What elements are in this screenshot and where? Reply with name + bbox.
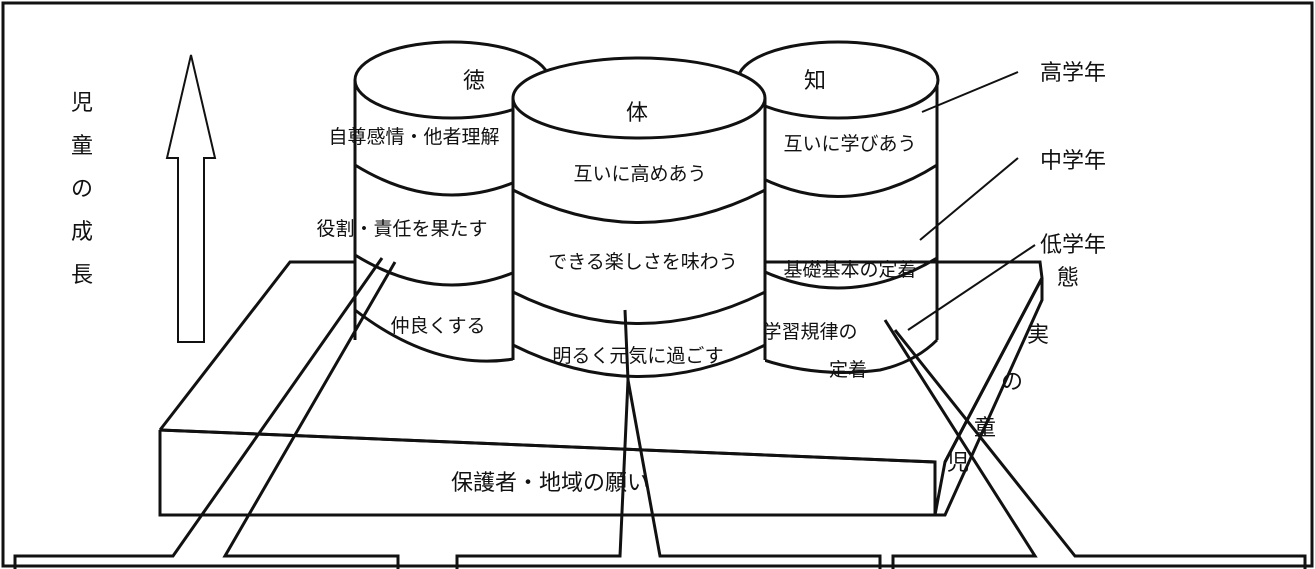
level-text: 仲良くする <box>390 315 485 337</box>
side-char: 態 <box>1057 266 1079 291</box>
side-char: 実 <box>1027 323 1049 348</box>
level-text: 役割・責任を果たす <box>316 218 487 240</box>
growth-arrow-icon <box>165 54 217 343</box>
pillar-title: 徳 <box>463 69 485 94</box>
level-text: できる楽しさを味わう <box>548 251 738 273</box>
leader-line <box>907 244 1036 331</box>
level-text: 学習規律の <box>762 321 857 343</box>
grade-upper: 高学年 <box>1040 61 1106 86</box>
pillar-tai: 体 互いに高めあう できる楽しさを味わう 明るく元気に過ごす <box>511 56 767 382</box>
pillar-chi: 知 互いに学びあう 基礎基本の定着 学習規律の 定着 <box>736 40 940 381</box>
base-edge <box>159 428 936 464</box>
side-char: 童 <box>974 416 996 441</box>
base-front-label: 保護者・地域の願い <box>451 471 649 496</box>
level-text: 互いに高めあう <box>573 163 706 185</box>
pillar-title: 知 <box>804 69 826 94</box>
flow-lines <box>13 257 1307 569</box>
level-text: 定着 <box>829 359 867 381</box>
grade-middle: 中学年 <box>1040 149 1106 174</box>
level-text: 明るく元気に過ごす <box>552 345 723 367</box>
growth-char: 成 <box>71 220 93 245</box>
growth-char: 児 <box>71 91 93 116</box>
base-side-label: 児 童 の 実 態 <box>947 266 1079 476</box>
grade-lower: 低学年 <box>1040 233 1106 258</box>
base-side-face <box>933 277 1044 517</box>
growth-char: 童 <box>71 134 93 159</box>
pillar-title: 体 <box>626 101 648 126</box>
level-text: 互いに学びあう <box>783 133 916 155</box>
level-text: 基礎基本の定着 <box>783 259 916 281</box>
level-text: 自尊感情・他者理解 <box>328 126 499 148</box>
leader-line <box>919 157 1019 241</box>
side-char: 児 <box>947 451 969 476</box>
side-char: の <box>1001 370 1023 395</box>
growth-char: 長 <box>71 263 93 288</box>
grade-labels: 高学年 中学年 低学年 <box>907 61 1106 331</box>
leader-line <box>921 71 1019 113</box>
growth-label: 児 童 の 成 長 <box>71 91 93 288</box>
growth-char: の <box>71 177 93 202</box>
